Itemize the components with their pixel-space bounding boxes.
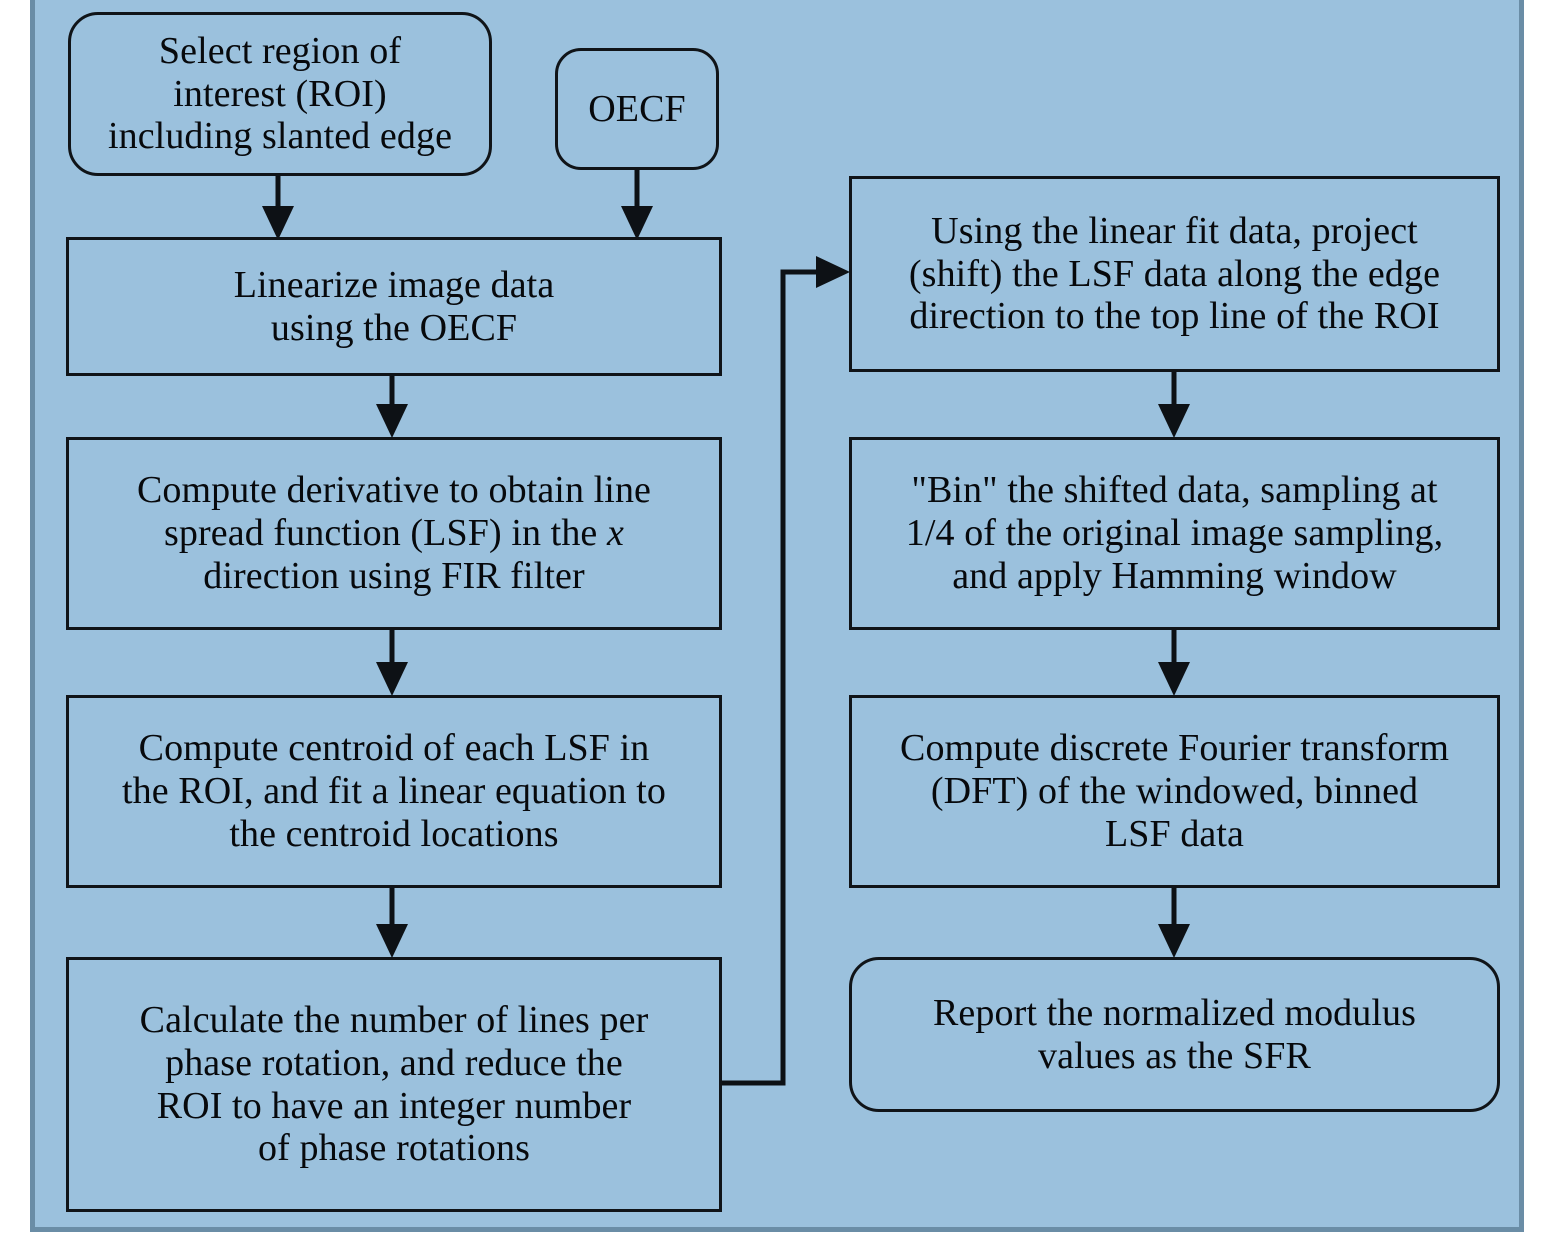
node-oecf[interactable]: OECF: [555, 48, 719, 170]
edge-oecf-to-linearize: [621, 170, 653, 240]
node-compute-centroid-linear-fit-label: Compute centroid of each LSF in the ROI,…: [122, 727, 666, 855]
node-report-sfr-label: Report the normalized modulus values as …: [932, 991, 1417, 1077]
node-oecf-label: OECF: [588, 87, 686, 130]
edge-bin-to-dft: [1158, 630, 1190, 696]
node-compute-derivative-lsf-line1: Compute derivative to obtain line: [136, 469, 652, 512]
edge-roi-to-linearize: [262, 176, 294, 240]
node-bin-shifted-data-hamming-label: "Bin" the shifted data, sampling at 1/4 …: [905, 469, 1444, 597]
node-linearize-image-data[interactable]: Linearize image data using the OECF: [66, 237, 722, 376]
edge-centroid-to-phase: [376, 888, 408, 958]
node-project-shift-lsf-label: Using the linear fit data, project (shif…: [908, 209, 1441, 338]
node-compute-derivative-lsf-x-variable: x: [607, 512, 624, 555]
node-calculate-lines-per-phase-rotation[interactable]: Calculate the number of lines per phase …: [66, 957, 722, 1212]
node-compute-derivative-lsf-line2: spread function (LSF) in the: [164, 512, 607, 555]
edge-derivative-to-centroid: [376, 630, 408, 696]
node-project-shift-lsf[interactable]: Using the linear fit data, project (shif…: [849, 176, 1500, 372]
node-compute-derivative-lsf-line3: direction using FIR filter: [203, 554, 585, 597]
edge-linearize-to-derivative: [376, 376, 408, 438]
node-linearize-image-data-label: Linearize image data using the OECF: [233, 263, 555, 349]
node-compute-centroid-linear-fit[interactable]: Compute centroid of each LSF in the ROI,…: [66, 695, 722, 888]
node-select-roi[interactable]: Select region of interest (ROI) includin…: [68, 12, 492, 176]
node-compute-dft[interactable]: Compute discrete Fourier transform (DFT)…: [849, 695, 1500, 888]
node-select-roi-label: Select region of interest (ROI) includin…: [107, 29, 453, 158]
node-calculate-lines-per-phase-rotation-label: Calculate the number of lines per phase …: [139, 998, 649, 1170]
edge-project-to-bin: [1158, 372, 1190, 438]
edge-dft-to-report: [1158, 888, 1190, 958]
node-report-sfr[interactable]: Report the normalized modulus values as …: [849, 957, 1500, 1112]
node-compute-dft-label: Compute discrete Fourier transform (DFT)…: [900, 727, 1449, 855]
node-bin-shifted-data-hamming[interactable]: "Bin" the shifted data, sampling at 1/4 …: [849, 437, 1500, 630]
edge-phase-to-project: [722, 256, 850, 1086]
